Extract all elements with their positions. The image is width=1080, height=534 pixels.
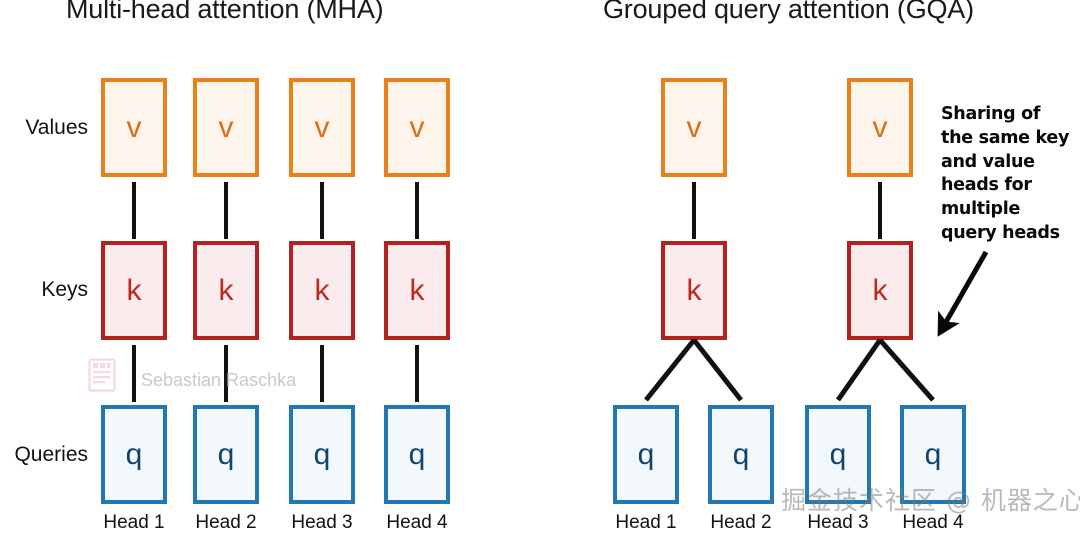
gqa-query-box-3[interactable]: q [805,405,871,504]
mha-head-caption-2: Head 2 [195,512,257,533]
mha-head-caption-1: Head 1 [103,512,165,533]
mha-query-box-1[interactable]: q [101,405,167,504]
gqa-value-box-1[interactable]: v [661,78,727,177]
gqa-head-caption-3: Head 3 [807,512,869,533]
mha-connector-value-key-3 [320,182,324,239]
mha-connector-key-query-4 [415,345,419,402]
row-label-queries: Queries [14,443,88,466]
mha-value-box-2[interactable]: v [193,78,259,177]
mha-connector-value-key-1 [132,182,136,239]
mha-connector-key-query-2 [224,345,228,402]
row-label-keys: Keys [41,278,88,301]
mha-connector-value-key-4 [415,182,419,239]
mha-head-caption-4: Head 4 [386,512,448,533]
mha-key-box-3[interactable]: k [289,241,355,340]
gqa-query-box-2[interactable]: q [708,405,774,504]
gqa-head-caption-1: Head 1 [615,512,677,533]
annotation-arrow-icon [937,250,989,337]
panel-title-gqa: Grouped query attention (GQA) [603,0,974,24]
mha-query-box-2[interactable]: q [193,405,259,504]
gqa-group-branches [644,338,935,402]
mha-query-box-4[interactable]: q [384,405,450,504]
gqa-key-box-1[interactable]: k [661,241,727,340]
gqa-query-box-4[interactable]: q [900,405,966,504]
gqa-head-caption-2: Head 2 [710,512,772,533]
mha-value-box-3[interactable]: v [289,78,355,177]
mha-key-box-2[interactable]: k [193,241,259,340]
gqa-branch-group1-right [692,338,743,402]
gqa-branch-group1-left [644,338,696,402]
row-label-values: Values [25,116,88,139]
raschka-logo-icon [88,358,116,392]
panel-title-mha: Multi-head attention (MHA) [66,0,384,24]
gqa-branch-group2-right [878,338,935,402]
gqa-query-box-1[interactable]: q [613,405,679,504]
annotation-text: Sharing of the same key and value heads … [941,104,1070,243]
watermark-author: Sebastian Raschka [141,370,297,390]
mha-value-box-1[interactable]: v [101,78,167,177]
mha-key-box-4[interactable]: k [384,241,450,340]
gqa-value-box-2[interactable]: v [847,78,913,177]
mha-value-box-4[interactable]: v [384,78,450,177]
gqa-connector-value-key-2 [878,182,882,239]
mha-connector-key-query-3 [320,345,324,402]
gqa-head-caption-4: Head 4 [902,512,964,533]
mha-query-box-3[interactable]: q [289,405,355,504]
mha-connector-key-query-1 [132,345,136,402]
gqa-key-box-2[interactable]: k [847,241,913,340]
mha-head-caption-3: Head 3 [291,512,353,533]
mha-connector-value-key-2 [224,182,228,239]
gqa-connector-value-key-1 [692,182,696,239]
mha-key-box-1[interactable]: k [101,241,167,340]
gqa-branch-group2-left [835,338,883,402]
watermark-community: 掘金技术社区 @ 机器之心 [781,486,1080,515]
